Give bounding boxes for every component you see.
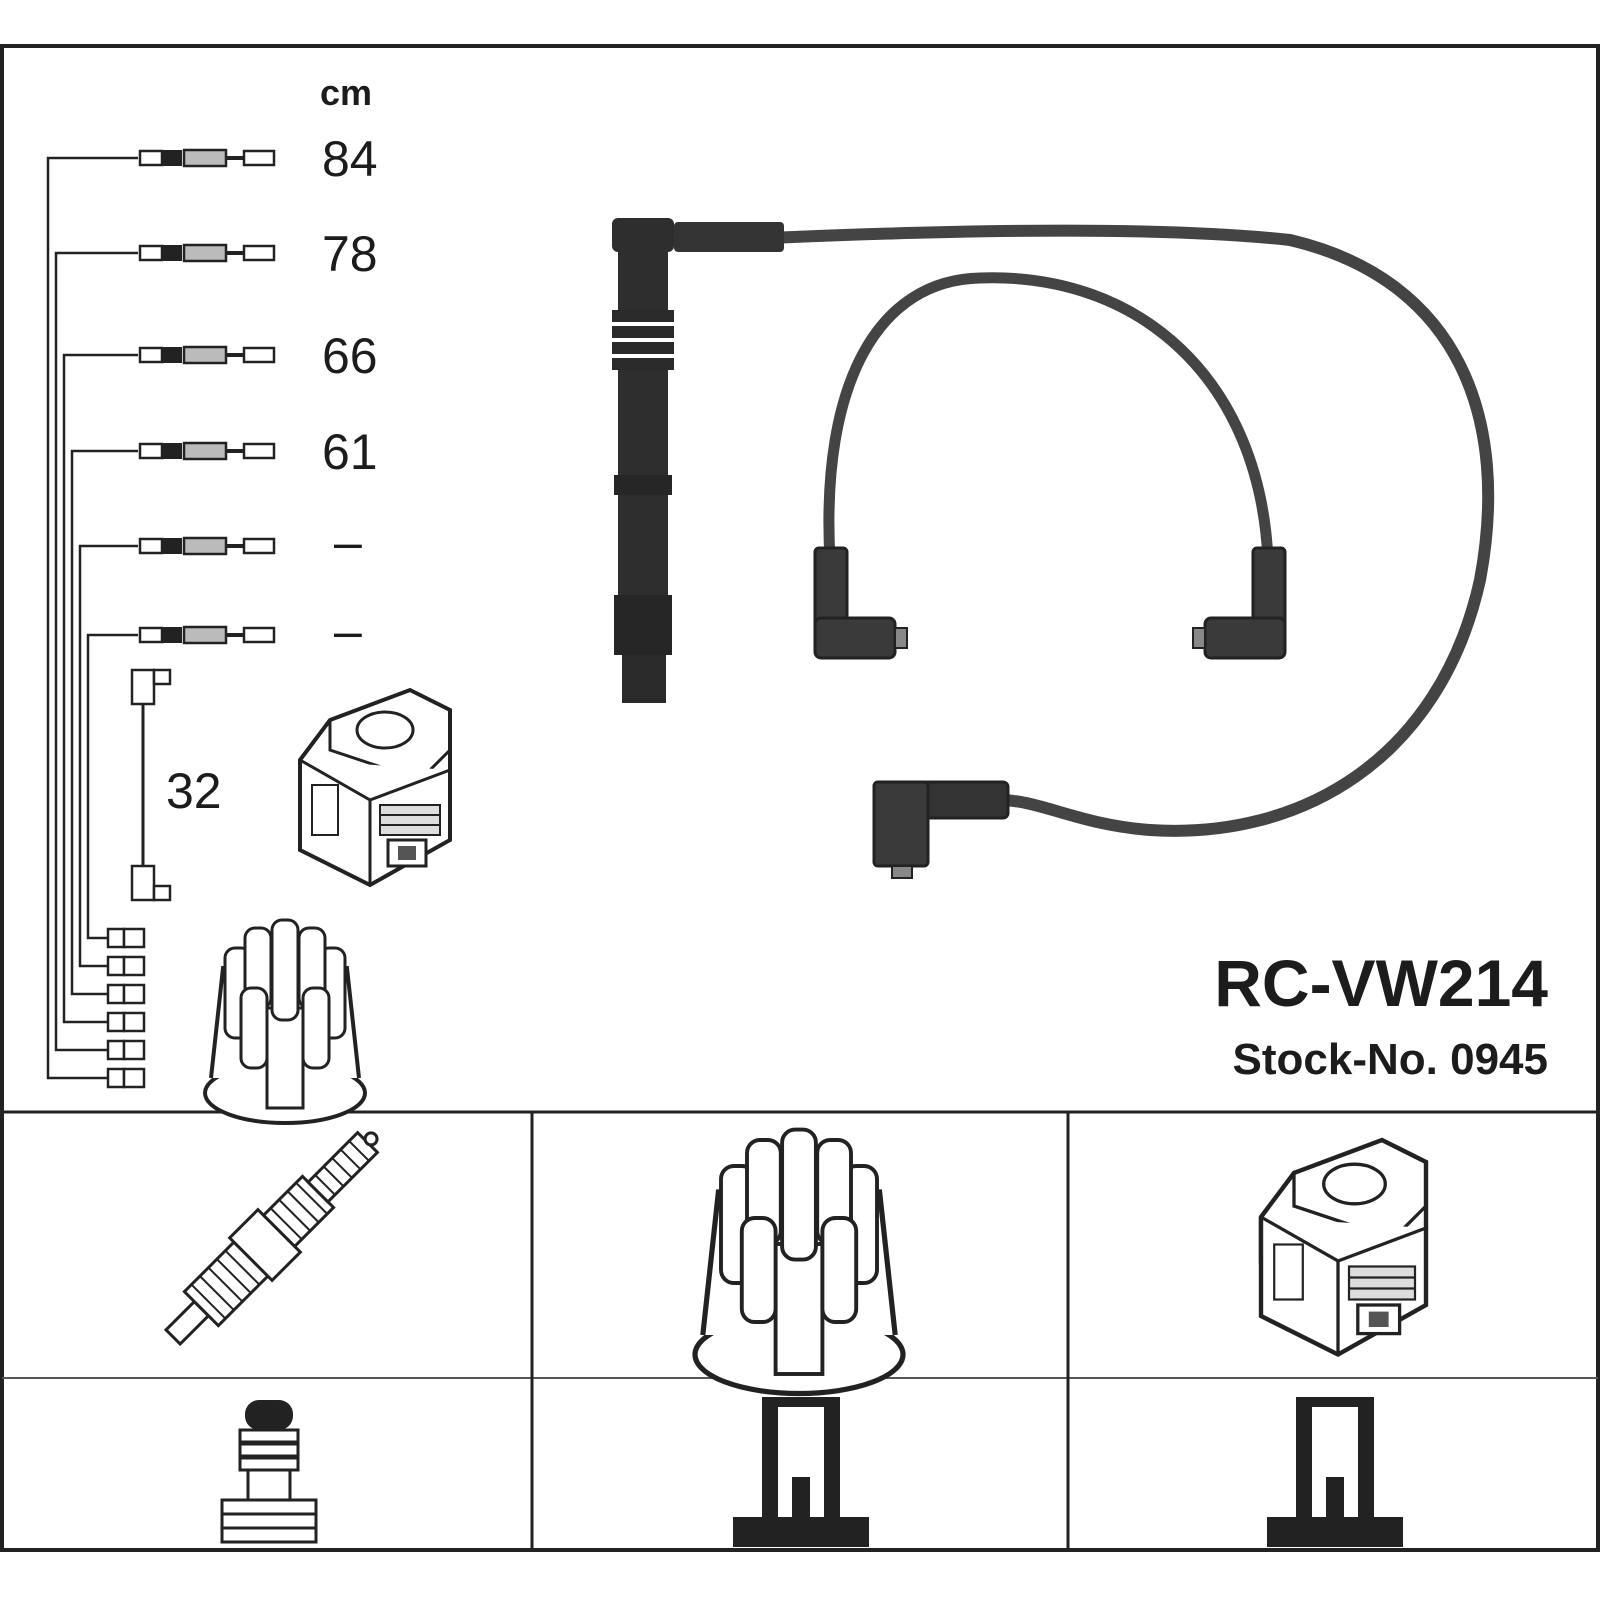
cable-length-5: –	[334, 514, 362, 570]
cable-length-schematic: cm 84 78 66 61 –	[46, 72, 452, 1125]
socket-icon	[106, 1067, 146, 1089]
distributor-cap-icon	[203, 918, 367, 1125]
angled-boot-icon	[1191, 546, 1287, 660]
coil-lead: 32	[130, 668, 222, 902]
stock-number: Stock-No. 0945	[1233, 1035, 1548, 1084]
cable-row-4: 61	[138, 424, 378, 480]
coil-boot-icon	[872, 780, 1010, 879]
socket-icon	[106, 983, 146, 1005]
spark-plug-icon	[163, 1130, 380, 1347]
socket-icon	[106, 1011, 146, 1033]
socket-icon	[106, 927, 146, 949]
product-code: RC-VW214	[1214, 946, 1548, 1020]
socket-terminal-icon	[733, 1397, 869, 1547]
cable-set-illustration	[612, 218, 1495, 879]
socket-icon	[106, 1039, 146, 1061]
cable-length-6: –	[334, 603, 362, 659]
cable-row-6: –	[138, 603, 362, 659]
socket-terminal-icon	[1267, 1397, 1403, 1547]
cable-length-3: 66	[322, 328, 378, 384]
angled-boot-icon	[813, 546, 909, 660]
cable-row-3: 66	[138, 328, 378, 384]
cable-row-1: 84	[138, 131, 378, 187]
distributor-cap-icon	[695, 1130, 903, 1394]
cable-connector-icon	[138, 243, 276, 263]
cable-connector-icon	[138, 536, 276, 556]
cable-connector-icon	[138, 625, 276, 645]
cable-connector-icon	[138, 441, 276, 461]
unit-label: cm	[320, 72, 372, 113]
coil-lead-length: 32	[166, 763, 222, 819]
cable-row-5: –	[138, 514, 362, 570]
socket-icon	[106, 955, 146, 977]
spark-plug-boot-icon	[612, 218, 784, 703]
cable-length-4: 61	[322, 424, 378, 480]
cable-connector-icon	[138, 345, 276, 365]
cable-row-2: 78	[138, 226, 378, 282]
cable-length-1: 84	[322, 131, 378, 187]
ignition-coil-icon	[298, 688, 452, 887]
cable-length-2: 78	[322, 226, 378, 282]
cable-connector-icon	[138, 148, 276, 168]
outer-frame	[0, 44, 1600, 1552]
ignition-coil-icon	[1261, 1140, 1426, 1355]
plug-terminal-icon	[220, 1400, 318, 1544]
